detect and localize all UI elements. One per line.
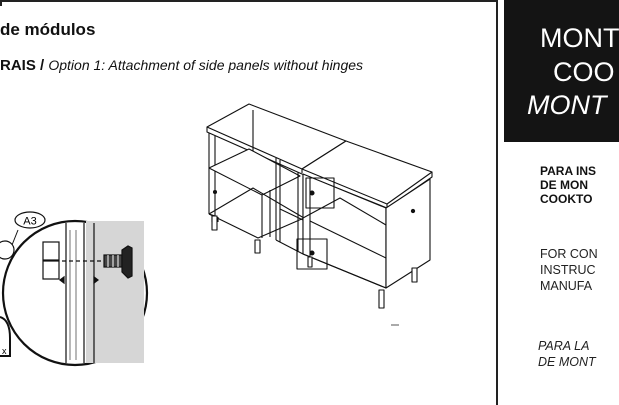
detail-content <box>42 221 144 363</box>
en-line-1: FOR CON <box>540 247 598 261</box>
option-label-pt: RAIS / <box>0 57 45 74</box>
en-line-3: MANUFA <box>540 279 593 293</box>
section-heading: de módulos <box>0 20 96 39</box>
option-label-en: Option 1: Attachment of side panels with… <box>48 57 364 73</box>
corner-tick <box>0 0 2 6</box>
callout-bubble <box>14 211 46 229</box>
english-instructions: FOR CON INSTRUC MANUFA <box>540 246 598 294</box>
callout-a3: A3 <box>0 211 46 260</box>
column-divider <box>496 0 498 405</box>
callout-label: A3 <box>23 216 36 228</box>
sidebar-title-line-3: MONT <box>527 90 607 120</box>
cabinet-drawing <box>206 103 433 309</box>
cover-sidebar: MONT COO MONT PARA INS DE MON COOKTO FOR… <box>498 0 619 405</box>
focus-square-top <box>305 177 335 209</box>
top-border <box>0 0 497 2</box>
es-line-1: PARA LA <box>538 339 590 353</box>
corner-mark: x <box>2 346 7 356</box>
portuguese-instructions: PARA INS DE MON COOKTO <box>540 164 596 206</box>
spanish-instructions: PARA LA DE MONT <box>538 338 596 370</box>
en-line-2: INSTRUC <box>540 263 596 277</box>
pt-line-2: DE MON <box>540 178 588 192</box>
pt-line-1: PARA INS <box>540 164 597 178</box>
focus-square-bottom <box>296 238 328 270</box>
sidebar-title-line-1: MONT <box>540 23 619 53</box>
option-subheading: RAIS / Option 1: Attachment of side pane… <box>0 57 363 74</box>
assembly-illustration: A3 x <box>0 103 433 367</box>
corner-fragment: x <box>0 316 11 357</box>
sidebar-title-box: MONT COO MONT <box>504 0 619 142</box>
sidebar-title-line-2: COO <box>553 57 615 87</box>
pt-line-3: COOKTO <box>540 192 593 206</box>
es-line-2: DE MONT <box>538 355 596 369</box>
